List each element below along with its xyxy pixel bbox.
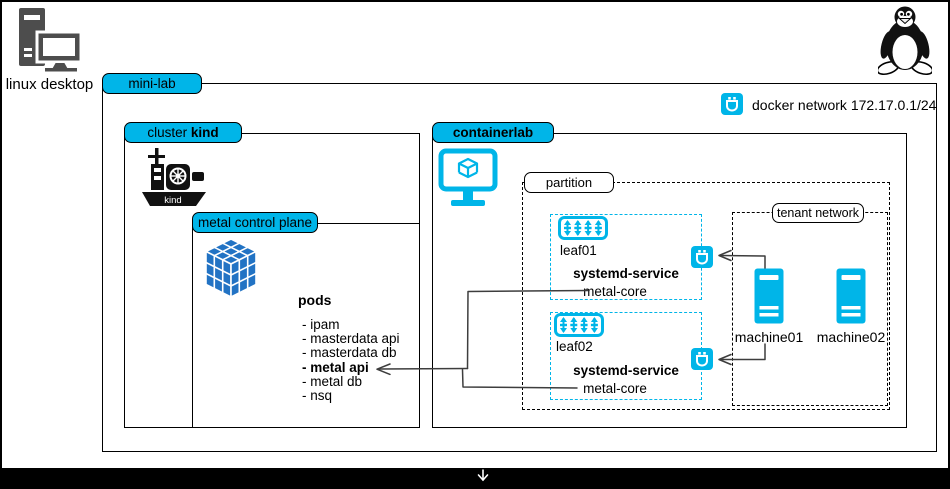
mini-lab-container — [102, 83, 937, 452]
cluster-kind-label: cluster — [147, 125, 188, 140]
leaf02-label: leaf02 — [556, 339, 593, 354]
containerlab-tab: containerlab — [432, 122, 554, 143]
tux-penguin-icon — [876, 4, 934, 76]
leaf02-service-title: systemd-service — [573, 363, 679, 378]
server-icon — [754, 268, 784, 324]
pod-item: - metal db — [302, 373, 363, 389]
mini-lab-label: mini-lab — [128, 76, 176, 91]
docker-icon — [691, 246, 713, 268]
pod-item: - masterdata api — [302, 331, 400, 347]
metal-control-plane-label: metal control plane — [197, 215, 313, 230]
pod-item: - masterdata db — [302, 345, 397, 361]
containerlab-label: containerlab — [452, 125, 534, 140]
linux-desktop-label: linux desktop — [5, 76, 94, 93]
bottom-bar — [2, 468, 948, 487]
linux-desktop-icon — [15, 8, 83, 72]
leaf02-service-name: metal-core — [583, 381, 647, 396]
switch-icon — [554, 313, 604, 337]
docker-network-label: docker network 172.17.0.1/24 — [752, 97, 937, 113]
pods-title: pods — [298, 292, 332, 308]
cluster-kind-tab: cluster kind — [124, 122, 242, 143]
containerlab-container — [432, 133, 907, 428]
kind-ship-label: kind — [164, 195, 181, 206]
mini-lab-tab: mini-lab — [102, 73, 202, 94]
docker-icon — [691, 348, 713, 370]
leaf01-label: leaf01 — [560, 243, 597, 258]
cluster-kind-label-bold: kind — [190, 125, 219, 140]
partition-label-pill: partition — [524, 172, 614, 193]
server-icon — [836, 268, 866, 324]
docker-icon — [721, 93, 743, 115]
switch-icon — [558, 216, 608, 240]
kind-ship-icon: kind — [140, 148, 208, 208]
pod-item: - ipam — [302, 317, 340, 332]
pods-list: - ipam - masterdata api - masterdata db … — [302, 317, 400, 404]
tenant-network-label: tenant network — [777, 206, 859, 220]
machine02-label: machine02 — [816, 329, 886, 345]
tenant-network-label-pill: tenant network — [772, 203, 864, 223]
pod-item: - nsq — [302, 388, 333, 404]
leaf01-service-name: metal-core — [583, 284, 647, 299]
pod-item-metal-api: - metal api — [302, 359, 369, 375]
machine01-label: machine01 — [734, 329, 804, 345]
partition-label: partition — [545, 175, 593, 190]
metal-control-plane-tab: metal control plane — [192, 212, 318, 233]
containerlab-monitor-icon — [438, 148, 498, 214]
collapse-arrow-icon[interactable] — [475, 469, 491, 485]
kubernetes-cube-icon — [205, 238, 257, 298]
leaf01-service-title: systemd-service — [573, 266, 679, 281]
